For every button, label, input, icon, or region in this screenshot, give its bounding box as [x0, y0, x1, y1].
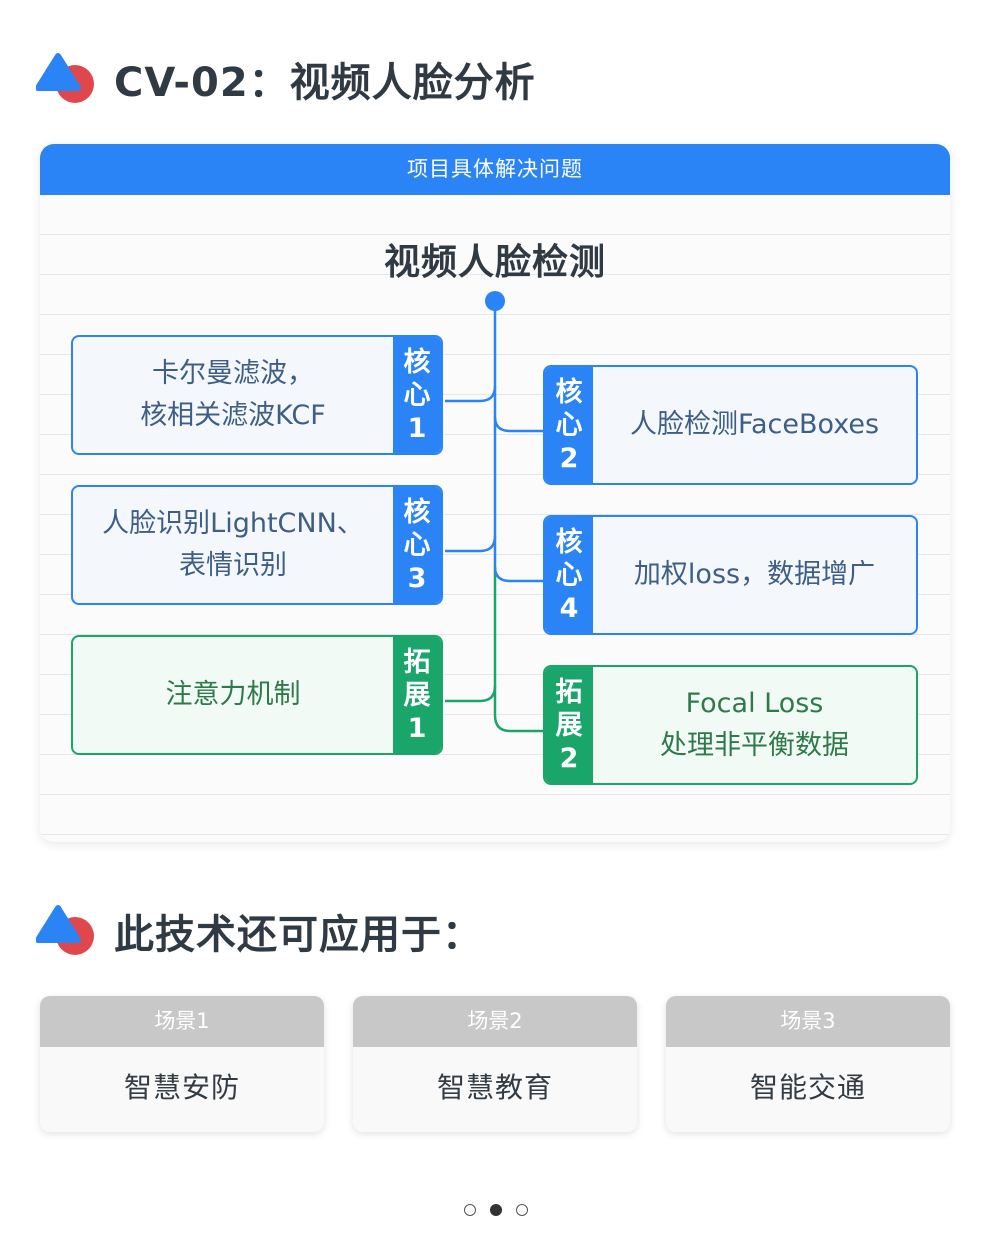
node-text: 核相关滤波KCF	[140, 400, 326, 431]
applications-title: 此技术还可应用于：	[114, 912, 483, 958]
triangle-circle-logo-icon	[35, 904, 96, 958]
node-text: 处理非平衡数据	[660, 730, 849, 761]
node-tag: 核 心 1	[393, 337, 441, 453]
triangle-circle-logo-icon	[35, 52, 96, 106]
tag-char: 1	[407, 712, 427, 744]
node-tag: 拓 展 2	[545, 667, 593, 783]
node-text: 表情识别	[179, 550, 287, 581]
tag-char: 心	[403, 529, 431, 561]
scene-value: 智能交通	[749, 1071, 866, 1104]
scene-label: 场景1	[40, 996, 324, 1047]
tag-char: 2	[559, 742, 579, 774]
node-tag: 拓 展 1	[393, 637, 441, 753]
connector-extension-1	[445, 685, 497, 703]
card-header: 项目具体解决问题	[40, 144, 950, 195]
node-tag: 核 心 3	[393, 487, 441, 603]
scene-card-3[interactable]: 场景3 智能交通	[666, 996, 950, 1132]
tag-char: 拓	[403, 646, 431, 678]
node-text: 加权loss，数据增广	[633, 559, 876, 590]
tag-char: 1	[407, 412, 427, 444]
page-dot-2-active[interactable]	[490, 1204, 502, 1216]
tag-char: 2	[559, 442, 579, 474]
connector-core-4	[493, 566, 544, 583]
connector-core-3	[445, 535, 497, 553]
connector-extension-2	[493, 714, 544, 733]
scene-label: 场景2	[353, 996, 637, 1047]
node-text: 注意力机制	[165, 679, 301, 710]
pagination-dots	[0, 1204, 992, 1216]
node-tag: 核 心 2	[545, 367, 593, 483]
page-title: CV-02：视频人脸分析	[114, 60, 536, 106]
tag-char: 核	[555, 526, 583, 558]
node-tag: 核 心 4	[545, 517, 593, 633]
connector-core-1	[445, 385, 497, 403]
scene-label: 场景3	[666, 996, 950, 1047]
section-heading-applications: 此技术还可应用于：	[35, 902, 483, 960]
page-dot-3[interactable]	[516, 1204, 528, 1216]
tag-char: 3	[407, 562, 427, 594]
mindmap-node-core-3: 人脸识别LightCNN、 表情识别 核 心 3	[71, 485, 443, 605]
tag-char: 心	[555, 409, 583, 441]
scene-card-2[interactable]: 场景2 智慧教育	[353, 996, 637, 1132]
mindmap-connectors	[445, 291, 544, 733]
node-text: 人脸检测FaceBoxes	[629, 409, 880, 440]
node-text: 人脸识别LightCNN、	[102, 508, 364, 539]
mindmap-area: 视频人脸检测 卡尔曼滤波， 核相关滤波KCF	[40, 195, 950, 842]
tag-char: 核	[403, 496, 431, 528]
mindmap-node-core-1: 卡尔曼滤波， 核相关滤波KCF 核 心 1	[71, 335, 443, 455]
tag-char: 核	[403, 346, 431, 378]
mindmap-node-core-2: 核 心 2 人脸检测FaceBoxes	[543, 365, 918, 485]
scene-card-1[interactable]: 场景1 智慧安防	[40, 996, 324, 1132]
section-heading-project: CV-02：视频人脸分析	[35, 50, 536, 108]
scene-value: 智慧安防	[123, 1071, 240, 1104]
mindmap-root-title: 视频人脸检测	[383, 242, 606, 283]
tag-char: 心	[403, 379, 431, 411]
page-dot-1[interactable]	[464, 1204, 476, 1216]
tag-char: 4	[559, 592, 579, 624]
tag-char: 心	[555, 559, 583, 591]
tag-char: 展	[555, 709, 583, 741]
problem-card: 项目具体解决问题 视频人脸检测 卡尔曼滤波，	[40, 144, 950, 842]
tag-char: 核	[555, 376, 583, 408]
node-text: 卡尔曼滤波，	[152, 358, 314, 389]
connector-core-2	[493, 416, 544, 433]
tag-char: 拓	[555, 676, 583, 708]
tag-char: 展	[403, 679, 431, 711]
mindmap-node-extension-2: 拓 展 2 Focal Loss 处理非平衡数据	[543, 665, 918, 785]
mindmap-node-extension-1: 注意力机制 拓 展 1	[71, 635, 443, 755]
mindmap-node-core-4: 核 心 4 加权loss，数据增广	[543, 515, 918, 635]
scene-value: 智慧教育	[436, 1071, 553, 1104]
node-text: Focal Loss	[685, 688, 824, 719]
